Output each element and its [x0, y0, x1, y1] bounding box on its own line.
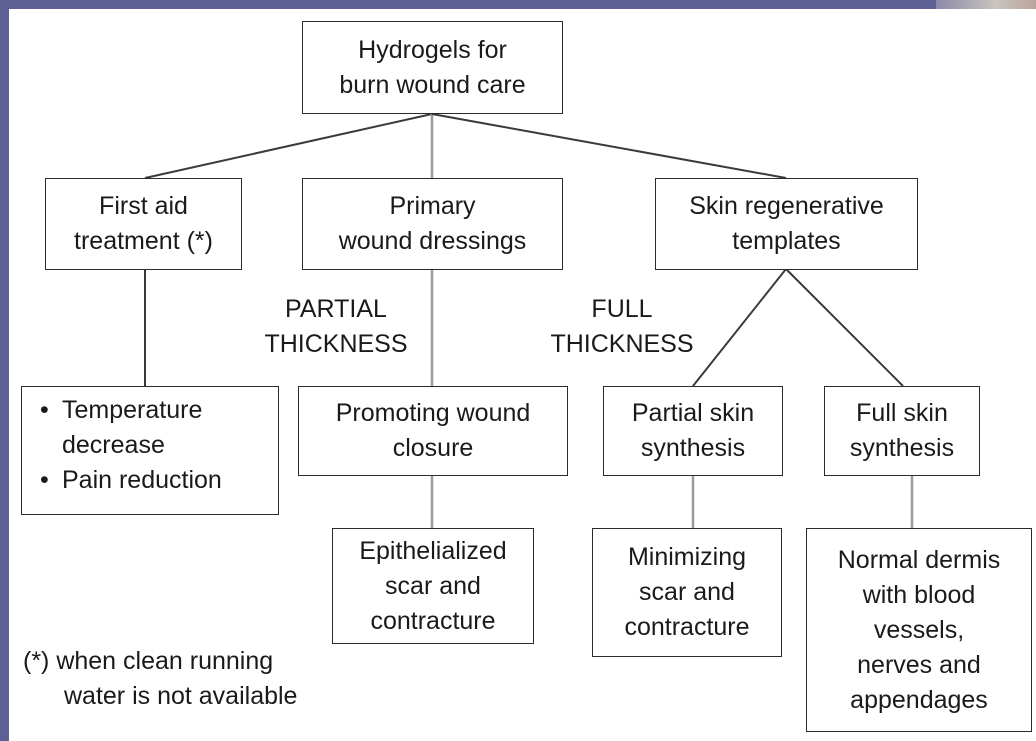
node-full-skin-line1: Full skin [856, 399, 948, 427]
footnote-line1: (*) when clean running [23, 647, 274, 675]
label-full-line2: THICKNESS [550, 330, 694, 358]
node-full-skin-line2: synthesis [849, 434, 955, 462]
link-skinregen-partial [692, 268, 787, 387]
node-promoting-line2: closure [392, 434, 474, 462]
node-dermis-line1: Normal dermis [837, 545, 1001, 574]
node-partial-skin: Partial skin synthesis [603, 386, 783, 476]
label-partial-line2: THICKNESS [264, 330, 408, 358]
node-minimizing-line1: Minimizing [627, 543, 747, 571]
corner-image-fragment [936, 0, 1036, 9]
node-epith-line2: scar and [385, 571, 481, 600]
label-full-line1: FULL [591, 295, 653, 323]
node-partial-skin-line1: Partial skin [631, 399, 755, 427]
node-full-skin: Full skin synthesis [824, 386, 980, 476]
bullet-text: Temperature decrease [62, 396, 203, 459]
node-primary-line1: Primary [389, 192, 476, 220]
footnote-line2: water is not available [64, 682, 298, 710]
link-root-skinregen [431, 113, 787, 179]
label-partial-line1: PARTIAL [285, 295, 387, 323]
node-skin-regenerative: Skin regenerative templates [655, 178, 918, 270]
node-primary-dressings: Primary wound dressings [302, 178, 563, 270]
node-first-aid: First aid treatment (*) [45, 178, 242, 270]
node-first-aid-line1: First aid [99, 192, 188, 220]
node-first-aid-effects: • Temperature decrease • Pain reduction [21, 386, 279, 515]
node-root: Hydrogels for burn wound care [302, 21, 563, 114]
label-partial-thickness: PARTIAL THICKNESS [246, 292, 426, 362]
node-skin-regen-line2: templates [732, 227, 841, 255]
node-promoting-line1: Promoting wound [335, 399, 531, 427]
node-root-line2: burn wound care [339, 70, 526, 99]
node-primary-line2: wound dressings [338, 227, 527, 255]
node-partial-skin-line2: synthesis [640, 434, 746, 462]
node-dermis-line5: appendages [850, 685, 988, 714]
node-minimizing: Minimizing scar and contracture [592, 528, 782, 657]
link-root-firstaid [144, 113, 433, 179]
link-skinregen-full [785, 268, 904, 387]
node-epith-line3: contracture [370, 606, 496, 635]
footnote: (*) when clean running water is not avai… [23, 644, 297, 714]
node-dermis-line3: vessels, [873, 615, 965, 644]
node-epith-line1: Epithelialized [359, 536, 507, 565]
bullet-item: • Pain reduction [40, 463, 278, 498]
node-normal-dermis: Normal dermis with blood vessels, nerves… [806, 528, 1032, 732]
node-root-line1: Hydrogels for [358, 35, 507, 64]
node-minimizing-line3: contracture [624, 613, 750, 641]
node-epithelialized: Epithelialized scar and contracture [332, 528, 534, 644]
node-first-aid-line2: treatment (*) [74, 227, 213, 255]
node-promoting-closure: Promoting wound closure [298, 386, 568, 476]
label-full-thickness: FULL THICKNESS [532, 292, 712, 362]
bullet-dot: • [40, 466, 49, 494]
bullet-item: • Temperature decrease [40, 393, 278, 463]
node-dermis-line2: with blood [862, 580, 976, 609]
node-dermis-line4: nerves and [857, 650, 981, 679]
bullet-text: Pain reduction [62, 466, 222, 494]
node-skin-regen-line1: Skin regenerative [689, 192, 884, 220]
bullet-dot: • [40, 396, 49, 424]
node-minimizing-line2: scar and [639, 578, 735, 606]
